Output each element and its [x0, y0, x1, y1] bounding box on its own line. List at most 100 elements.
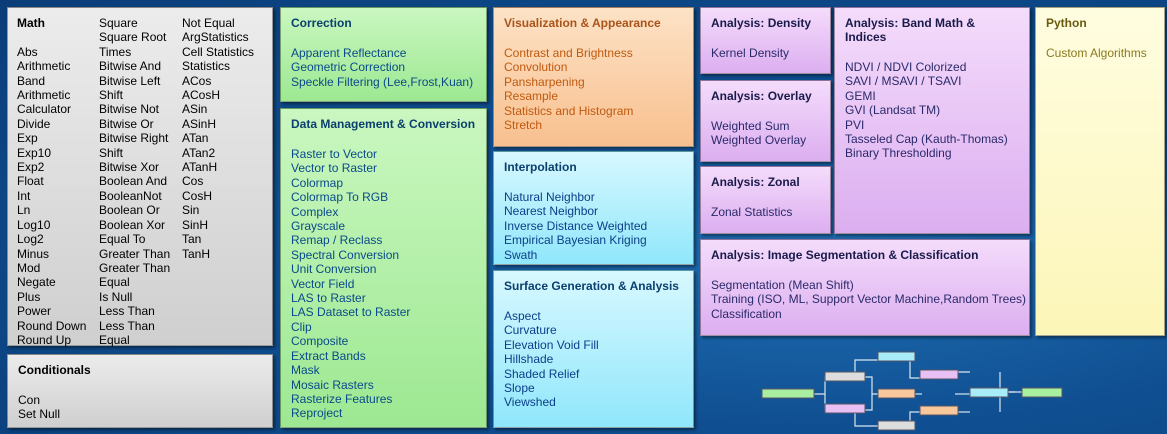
- list-item: Unit Conversion: [291, 262, 377, 277]
- list-item: Mod: [17, 260, 41, 275]
- workflow-node: [824, 403, 866, 414]
- list-item: PVI: [845, 117, 865, 132]
- list-item: Complex: [291, 204, 339, 219]
- list-item: Tan: [182, 232, 202, 247]
- workflow-node: [969, 387, 1009, 398]
- list-item: Clip: [291, 319, 312, 334]
- list-item: Speckle Filtering (Lee,Frost,Kuan): [291, 74, 474, 89]
- workflow-node: [877, 351, 916, 362]
- list-item: Less Than: [99, 318, 155, 333]
- list-item: Zonal Statistics: [711, 205, 793, 219]
- list-item: Negate: [17, 275, 56, 290]
- list-item: Equal: [99, 332, 130, 347]
- list-item: Boolean And: [99, 174, 168, 189]
- list-item: Curvature: [504, 323, 557, 338]
- list-item: Colormap To RGB: [291, 190, 389, 205]
- segmentation-panel: Analysis: Image Segmentation & Classific…: [700, 239, 1030, 336]
- band-math-panel: Analysis: Band Math & Indices NDVI / NDV…: [834, 7, 1030, 234]
- list-item: Times: [99, 44, 132, 59]
- zonal-heading: Analysis: Zonal: [711, 175, 800, 189]
- list-item: Is Null: [99, 289, 133, 304]
- overlay-heading: Analysis: Overlay: [711, 89, 812, 103]
- list-item: Bitwise Right: [99, 131, 169, 146]
- list-item: Binary Thresholding: [845, 146, 952, 161]
- list-item: Square Root: [99, 30, 167, 45]
- list-item: Nearest Neighbor: [504, 204, 599, 219]
- list-item: Ln: [17, 203, 31, 218]
- list-item: Bitwise Xor: [99, 160, 160, 175]
- density-panel: Analysis: Density Kernel Density: [700, 7, 831, 74]
- list-item: Exp2: [17, 160, 45, 175]
- list-item: LAS to Raster: [291, 291, 366, 306]
- list-item: Mask: [291, 363, 320, 378]
- list-item: TanH: [182, 246, 211, 261]
- list-item: SAVI / MSAVI / TSAVI: [845, 74, 962, 89]
- list-item: Exp: [17, 131, 38, 146]
- list-item: Round Down: [17, 318, 87, 333]
- list-item: Vector Field: [291, 276, 355, 291]
- workflow-node: [877, 388, 916, 399]
- list-item: Extract Bands: [291, 348, 366, 363]
- zonal-panel: Analysis: Zonal Zonal Statistics: [700, 166, 831, 234]
- workflow-node: [761, 388, 815, 399]
- list-item: ACosH: [182, 88, 221, 103]
- list-item: Shift: [99, 88, 124, 103]
- list-item: Pansharpening: [504, 74, 585, 89]
- list-item: Square: [99, 16, 138, 30]
- density-heading: Analysis: Density: [711, 16, 812, 30]
- list-item: CosH: [182, 188, 213, 203]
- workflow-node: [919, 405, 959, 416]
- list-item: Remap / Reclass: [291, 233, 383, 248]
- list-item: ASin: [182, 102, 208, 117]
- list-item: Elevation Void Fill: [504, 337, 599, 352]
- segmentation-list: Segmentation (Mean Shift)Training (ISO, …: [711, 278, 1026, 321]
- list-item: GVI (Landsat TM): [845, 103, 941, 118]
- list-item: Rasterize Features: [291, 391, 393, 406]
- list-item: Log10: [17, 217, 51, 232]
- list-item: SinH: [182, 217, 209, 232]
- list-item: Kernel Density: [711, 46, 790, 60]
- list-item: Shift: [99, 145, 124, 160]
- visualization-heading: Visualization & Appearance: [504, 16, 661, 30]
- list-item: Slope: [504, 381, 535, 396]
- workflow-node: [877, 420, 916, 431]
- list-item: Classification: [711, 306, 782, 321]
- list-item: Sin: [182, 203, 200, 218]
- list-item: ATan: [182, 131, 209, 146]
- list-item: Segmentation (Mean Shift): [711, 278, 854, 292]
- list-item: Weighted Overlay: [711, 133, 807, 148]
- list-item: Apparent Reflectance: [291, 46, 407, 60]
- list-item: Convolution: [504, 60, 568, 75]
- list-item: Arithmetic: [17, 88, 71, 103]
- list-item: Geometric Correction: [291, 60, 406, 75]
- list-item: Abs: [17, 44, 38, 59]
- correction-heading: Correction: [291, 16, 352, 30]
- list-item: Grayscale: [291, 219, 346, 234]
- list-item: Cos: [182, 174, 204, 189]
- list-item: Empirical Bayesian Kriging: [504, 233, 647, 248]
- list-item: Contrast and Brightness: [504, 46, 633, 60]
- workflow-node: [1021, 387, 1063, 398]
- list-item: Custom Algorithms: [1046, 46, 1147, 60]
- workflow-node: [824, 371, 866, 382]
- density-list: Kernel Density: [711, 46, 820, 60]
- list-item: BooleanNot: [99, 188, 162, 203]
- list-item: Viewshed: [504, 395, 556, 410]
- list-item: ASinH: [182, 116, 217, 131]
- interpolation-heading: Interpolation: [504, 160, 577, 174]
- data-management-heading: Data Management & Conversion: [291, 117, 476, 131]
- list-item: Boolean Xor: [99, 217, 166, 232]
- list-item: Inverse Distance Weighted: [504, 218, 648, 233]
- list-item: Exp10: [17, 145, 52, 160]
